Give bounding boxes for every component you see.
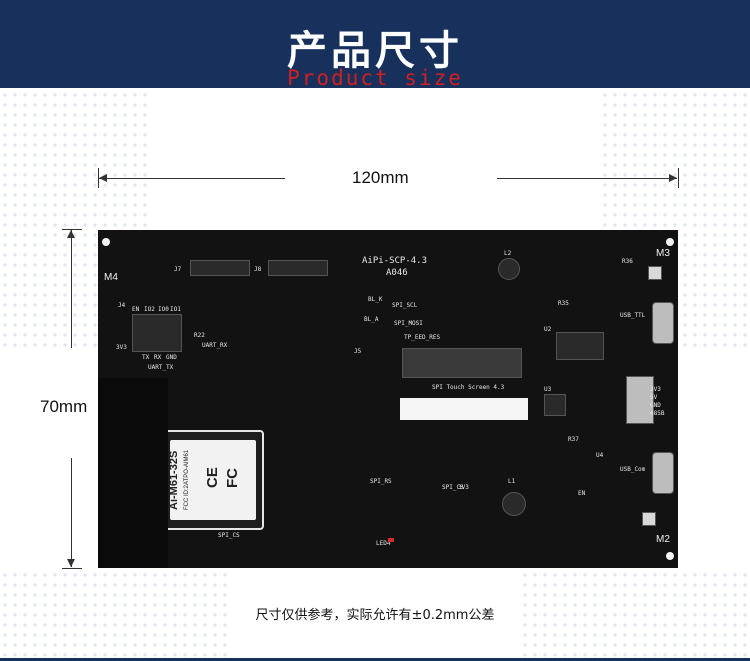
led-indicator [388, 538, 394, 542]
width-label: 120mm [352, 168, 409, 187]
silk-uart-rx: UART_RX [202, 342, 228, 349]
silk-r18: R35 [558, 300, 569, 307]
silk-led4: LED4 [376, 540, 391, 547]
fpc-connector [402, 348, 522, 378]
page-title: 产品尺寸 [287, 28, 463, 74]
width-line-right [497, 178, 677, 179]
height-tick-bottom [62, 568, 82, 569]
footer-note: 尺寸仅供参考，实际允许有±0.2mm公差 [255, 608, 495, 623]
silk-spi-rs: SPI_RS [370, 478, 392, 485]
silk-en: EN [132, 306, 140, 313]
module-name: Ai-M61-32S [168, 450, 180, 510]
width-line-left [99, 178, 285, 179]
mounting-hole [666, 552, 674, 560]
corner-label-m2: M2 [656, 534, 670, 545]
mounting-hole [666, 238, 674, 246]
white-silk-block [400, 398, 528, 420]
silk-usb-com: USB_Com [620, 466, 646, 473]
height-line-top [71, 230, 72, 348]
silk-j7: J7 [174, 266, 182, 273]
height-label: 70mm [40, 397, 88, 416]
silk-io1: IO1 [170, 306, 181, 313]
inductor-l2 [498, 258, 520, 280]
silk-485a: 485B [650, 410, 665, 417]
bottom-bar [0, 658, 750, 661]
silk-d3: R22 [194, 332, 205, 339]
silk-3v3: 3V3 [116, 344, 127, 351]
terminal-block [626, 376, 654, 424]
silk-gnd: GND [166, 354, 177, 361]
usb-port-com [652, 452, 674, 494]
arrow-left-icon [99, 174, 107, 182]
silk-r35: BL_K [368, 296, 383, 303]
silk-spi-cs: SPI_CS [218, 532, 240, 539]
usb-port-ttl [652, 302, 674, 344]
silk-usb-ttl: USB_TTL [620, 312, 646, 319]
connector-j7 [190, 260, 250, 276]
button-bottom [642, 512, 656, 526]
decorative-dots-bottom-right [520, 570, 750, 660]
silk-r19: R36 [622, 258, 633, 265]
chip-u3 [544, 394, 566, 416]
silk-3v3-a: SPI_CS [442, 484, 464, 491]
arrow-down-icon [67, 559, 75, 567]
connector-label: SPI Touch Screen 4.3 [432, 384, 505, 391]
silk-u2: U2 [544, 326, 552, 333]
silk-gnd-right: 5V [650, 394, 658, 401]
board-model: AiPi-SCP-4.3 [362, 256, 428, 266]
silk-tx: TX [142, 354, 150, 361]
page-subtitle: Product size [287, 66, 463, 90]
inductor-l1 [502, 492, 526, 516]
silk-r37: J5 [354, 348, 362, 355]
connector-j8 [268, 260, 328, 276]
mounting-hole [102, 238, 110, 246]
module-fc-mark: FC [224, 468, 241, 488]
silk-rx: RX [154, 354, 162, 361]
silk-u3: U3 [544, 386, 552, 393]
silk-tp-eed-res: TP_EED_RES [404, 334, 441, 341]
silk-r21: R37 [568, 436, 579, 443]
silk-r22: EN [578, 490, 586, 497]
module-dark-area [98, 378, 168, 568]
arrow-up-icon [67, 230, 75, 238]
module-fcc: FCC ID:2ATPO-AIM61 [184, 449, 190, 510]
arrow-right-icon [669, 174, 677, 182]
button-top [648, 266, 662, 280]
board-code: A046 [386, 268, 408, 278]
corner-label-m4: M4 [104, 272, 118, 283]
silk-io0: IO0 [158, 306, 169, 313]
module-shield: Ai-M61-32S FCC ID:2ATPO-AIM61 CE FC [168, 440, 256, 520]
silk-spi-mosi: SPI_MOSI [394, 320, 423, 327]
width-tick-right [678, 168, 679, 188]
chip-u2 [556, 332, 604, 360]
height-line-bottom [71, 458, 72, 567]
silk-5v: 3V3 [650, 386, 661, 393]
header-banner: 产品尺寸 Product size [0, 0, 750, 90]
silk-uart-tx: UART_TX [148, 364, 174, 371]
silk-j4: J4 [118, 302, 126, 309]
silk-l1: L1 [508, 478, 516, 485]
module-ce-mark: CE [204, 467, 221, 488]
silk-j8: J8 [254, 266, 262, 273]
silk-spi-scl: SPI_SCL [392, 302, 418, 309]
silk-u4: U4 [596, 452, 604, 459]
header-pins [132, 314, 182, 352]
height-tick-top [62, 229, 82, 230]
pcb-board: M4 M3 M2 M1 AiPi-SCP-4.3 A046 J7 J8 J4 E… [98, 230, 678, 568]
silk-r36: BL_A [364, 316, 379, 323]
silk-485b: GND [650, 402, 661, 409]
corner-label-m3: M3 [656, 248, 670, 259]
silk-3v3-b: 3V3 [458, 484, 469, 491]
silk-io2: IO2 [144, 306, 155, 313]
decorative-dots-bottom-left [0, 570, 230, 660]
silk-l2: L2 [504, 250, 512, 257]
width-tick-left [98, 168, 99, 188]
